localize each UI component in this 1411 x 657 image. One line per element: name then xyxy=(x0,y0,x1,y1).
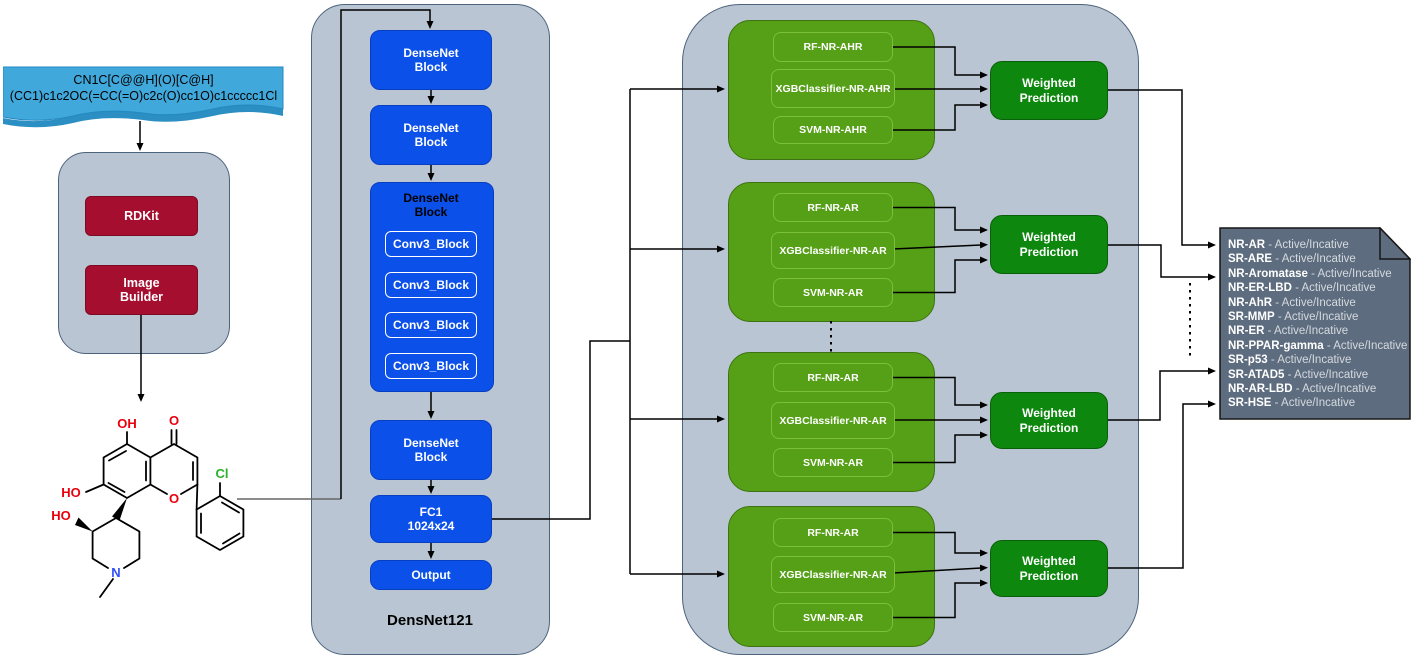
model-svm-1: SVM-NR-AHR xyxy=(773,116,893,144)
model-rf-2: RF-NR-AR xyxy=(773,193,893,222)
atom-ketone-o: O xyxy=(169,413,179,428)
conv3-block-3: Conv3_Block xyxy=(385,312,477,338)
result-row: NR-ER-LBD - Active/Incative xyxy=(1228,282,1376,295)
atom-n: N xyxy=(111,565,120,580)
model-svm-3: SVM-NR-AR xyxy=(773,448,893,477)
result-row: NR-PPAR-gamma - Active/Incative xyxy=(1228,339,1408,352)
weighted-prediction-3: Weighted Prediction xyxy=(990,392,1108,449)
output-box: Output xyxy=(370,560,492,590)
densenet-block-2-label: DenseNet Block xyxy=(403,121,459,149)
image-builder-box: Image Builder xyxy=(85,265,198,315)
smiles-text: CN1C[C@@H](O)[C@H] (CC1)c1c2OC(=CC(=O)c2… xyxy=(3,72,284,104)
result-row: NR-AhR - Active/Incative xyxy=(1228,296,1356,309)
output-label: Output xyxy=(411,568,451,582)
result-row: NR-AR - Active/Incative xyxy=(1228,239,1349,251)
results-note-shape xyxy=(1219,227,1411,420)
conv3-block-4: Conv3_Block xyxy=(385,352,477,379)
densenet-block-4: DenseNet Block xyxy=(370,420,492,480)
result-row: SR-MMP - Active/Incative xyxy=(1228,310,1359,323)
weighted-prediction-1: Weighted Prediction xyxy=(990,61,1108,120)
densenet-block-2: DenseNet Block xyxy=(370,105,492,165)
fc1-size: 1024x24 xyxy=(407,519,455,533)
result-row: NR-Aromatase - Active/Incative xyxy=(1228,267,1392,280)
result-row: SR-HSE - Active/Incative xyxy=(1228,397,1356,410)
weighted-prediction-4: Weighted Prediction xyxy=(990,540,1108,597)
model-xgb-4: XGBClassifier-NR-AR xyxy=(771,556,895,593)
model-xgb-3: XGBClassifier-NR-AR xyxy=(771,402,895,439)
atom-ho-left: HO xyxy=(61,485,81,500)
densenet-block-1-label: DenseNet Block xyxy=(403,46,459,74)
densenet-block-4-label: DenseNet Block xyxy=(403,436,459,464)
smiles-line-1: CN1C[C@@H](O)[C@H] xyxy=(73,73,214,87)
model-rf-1: RF-NR-AHR xyxy=(773,32,893,62)
result-row: SR-ARE - Active/Incative xyxy=(1228,253,1356,266)
model-xgb-1: XGBClassifier-NR-AHR xyxy=(771,69,895,108)
atom-ring-o: O xyxy=(169,491,179,506)
atom-cl: Cl xyxy=(216,466,229,481)
smiles-line-2: (CC1)c1c2OC(=CC(=O)c2c(O)cc1O)c1ccccc1Cl xyxy=(9,89,278,103)
conv3-block-2: Conv3_Block xyxy=(385,271,477,298)
rdkit-box: RDKit xyxy=(85,196,198,236)
result-row: SR-ATAD5 - Active/Incative xyxy=(1228,368,1369,381)
weighted-prediction-2: Weighted Prediction xyxy=(990,215,1108,274)
result-row: NR-AR-LBD - Active/Incative xyxy=(1228,382,1377,395)
conv3-block-1: Conv3_Block xyxy=(385,231,477,257)
atom-oh-top: OH xyxy=(117,416,137,431)
model-xgb-2: XGBClassifier-NR-AR xyxy=(771,232,895,269)
preprocess-container xyxy=(58,152,230,354)
model-rf-3: RF-NR-AR xyxy=(773,363,893,392)
results-list: NR-AR - Active/Incative SR-ARE - Active/… xyxy=(1228,238,1407,411)
atom-ho-pip: HO xyxy=(51,508,71,523)
image-builder-label: Image Builder xyxy=(119,276,164,304)
result-row: NR-ER - Active/Incative xyxy=(1228,325,1349,338)
densenet-block-3-title: DenseNet Block xyxy=(403,191,459,219)
fc1-label: FC1 xyxy=(419,505,443,519)
molecule-structure: OH O HO O Cl HO N xyxy=(51,413,245,598)
densenet-title: DensNet121 xyxy=(387,612,473,629)
rdkit-label: RDKit xyxy=(124,209,159,223)
model-rf-4: RF-NR-AR xyxy=(773,518,893,547)
smiles-banner-shape xyxy=(3,66,284,128)
model-svm-2: SVM-NR-AR xyxy=(773,278,893,307)
result-row: SR-p53 - Active/Incative xyxy=(1228,354,1352,367)
densenet-block-1: DenseNet Block xyxy=(370,30,492,90)
fc1-box: FC1 1024x24 xyxy=(370,495,492,543)
model-svm-4: SVM-NR-AR xyxy=(773,603,893,632)
